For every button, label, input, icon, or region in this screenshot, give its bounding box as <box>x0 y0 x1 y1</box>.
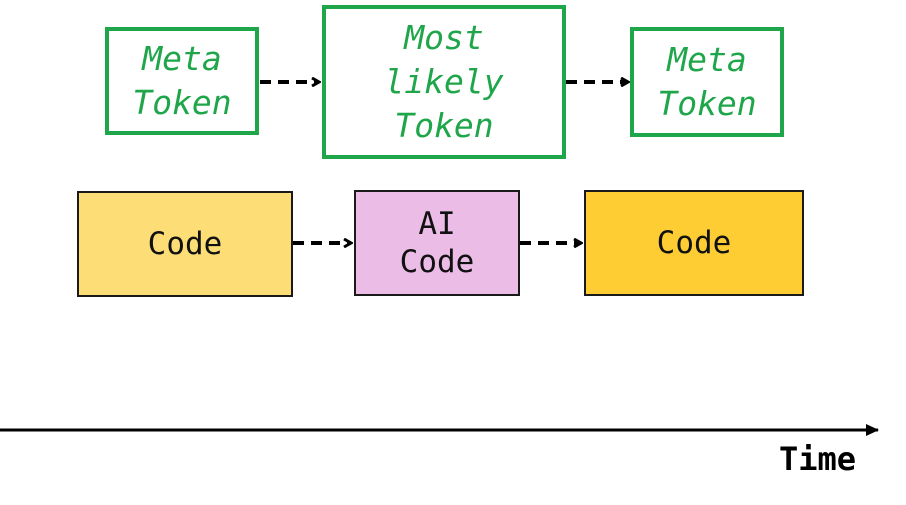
box-label-line: AI <box>418 206 456 242</box>
box-label-line: Token <box>394 106 494 145</box>
box-label-line: Token <box>657 84 757 123</box>
box-label-line: Most <box>404 18 484 57</box>
meta-token-box-left: Meta Token <box>105 27 259 135</box>
time-axis-label: Time <box>779 440 857 478</box>
ai-code-box: AI Code <box>354 190 520 296</box>
box-label-line: Token <box>132 83 232 122</box>
meta-token-box-right: Meta Token <box>630 27 784 137</box>
box-label-line: Code <box>399 244 475 280</box>
box-label-line: Meta <box>142 39 222 78</box>
box-label-line: likely <box>384 62 504 101</box>
most-likely-token-box: Most likely Token <box>322 5 566 159</box>
code-box-left: Code <box>77 191 293 297</box>
box-label-line: Meta <box>667 40 747 79</box>
box-label-line: Code <box>656 225 732 261</box>
code-box-right: Code <box>584 190 804 296</box>
box-label-line: Code <box>147 226 223 262</box>
